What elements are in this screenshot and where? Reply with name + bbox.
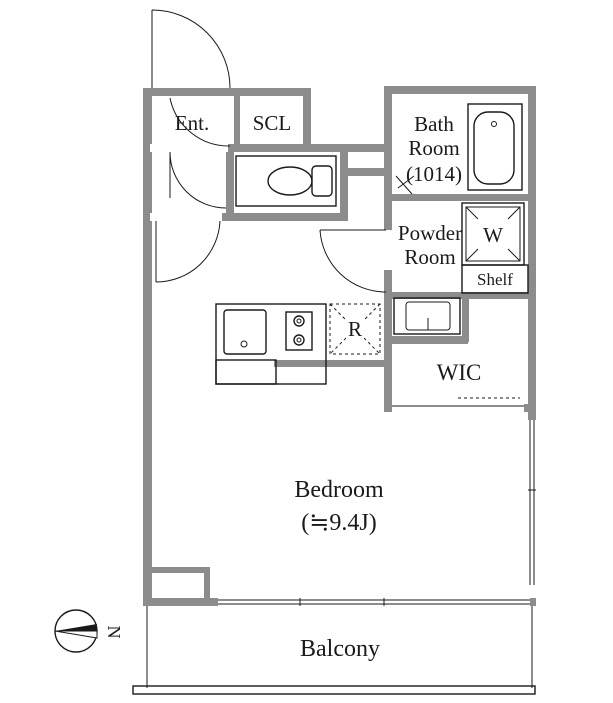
wall-toilet-right <box>340 150 348 220</box>
wall-wic-left <box>384 270 392 412</box>
wall-kitchen-partition <box>274 360 386 367</box>
wall-pillar <box>150 567 210 573</box>
shelf-box <box>461 264 529 294</box>
openings <box>150 144 536 606</box>
wall-bath-bottom <box>390 194 530 201</box>
label-shelf: Shelf <box>477 270 513 289</box>
label-bedroom-size: (≒9.4J) <box>301 510 376 536</box>
bathtub-icon <box>467 103 523 191</box>
wall-shelf-left <box>462 292 469 342</box>
hall-door[interactable] <box>155 220 221 283</box>
wall-toilet-left <box>226 150 234 220</box>
wall-above-door <box>340 168 386 176</box>
label-powder-1: Powder <box>398 221 462 245</box>
label-bath-2: Room <box>408 136 459 160</box>
toilet-icon <box>235 155 337 207</box>
label-balcony: Balcony <box>300 636 380 662</box>
room-labels: Ent. SCL Bath Room (1014) Powder Room W … <box>175 111 513 662</box>
balcony-outline <box>132 606 536 695</box>
wall-powder-right <box>462 292 530 299</box>
wall-powder-bottom <box>392 292 472 299</box>
label-scl: SCL <box>253 111 292 135</box>
bath-door[interactable] <box>395 175 415 195</box>
wall-toilet-bottom <box>150 213 348 221</box>
label-bath-1: Bath <box>414 112 454 136</box>
label-powder-2: Room <box>404 245 455 269</box>
fixtures <box>215 103 529 385</box>
toilet-door[interactable] <box>169 151 227 209</box>
wall-powder-lower <box>384 336 468 344</box>
label-bath-3: (1014) <box>406 162 462 186</box>
label-washer: W <box>483 223 503 247</box>
washbasin-icon <box>393 297 461 335</box>
stove-icon <box>285 311 313 351</box>
wall-right-scl <box>303 88 311 150</box>
wall-bath-right <box>528 86 536 420</box>
label-wic: WIC <box>437 360 482 385</box>
north-arrow-icon: N <box>54 609 124 653</box>
wall-pillar-side <box>204 567 210 601</box>
entrance-inner-door[interactable] <box>169 97 231 147</box>
wall-bath-left <box>384 86 392 230</box>
wall-bath-top <box>384 86 536 94</box>
entrance-door[interactable] <box>151 9 231 89</box>
refrigerator-icon <box>329 303 381 355</box>
wall-top-entrance <box>143 88 311 96</box>
kitchen-counter <box>215 303 327 385</box>
sink-icon <box>223 309 267 355</box>
wall-under-ent <box>150 144 386 152</box>
wall-ent-divider <box>234 96 240 148</box>
windows <box>218 397 536 606</box>
wall-left <box>143 88 152 606</box>
label-entrance: Ent. <box>175 111 209 135</box>
label-refrigerator: R <box>348 317 362 341</box>
label-bedroom: Bedroom <box>294 477 384 503</box>
doors <box>151 9 415 293</box>
compass-label: N <box>104 626 124 639</box>
powder-door[interactable] <box>319 229 387 293</box>
